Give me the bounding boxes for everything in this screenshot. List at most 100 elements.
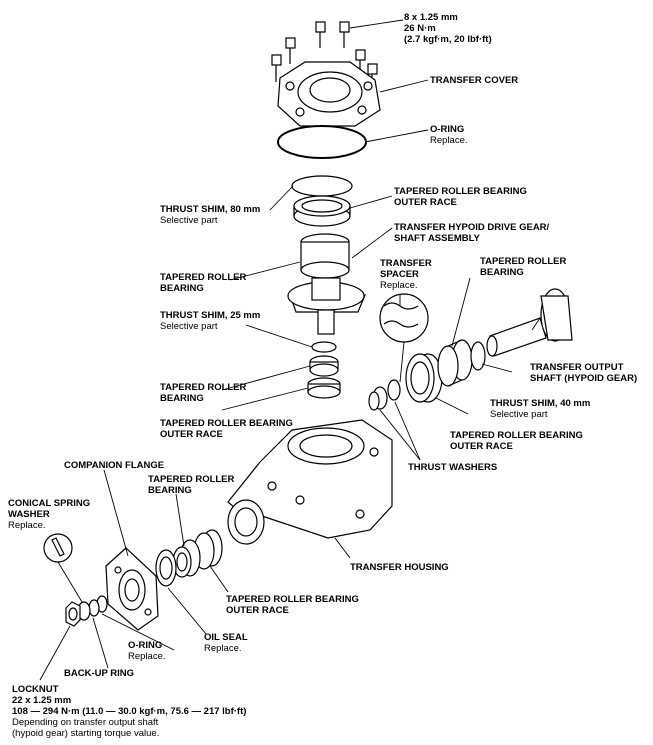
label-transfer-spacer: TRANSFER SPACER Replace. (380, 258, 432, 291)
oil-seal (155, 549, 177, 587)
o-ring-lower-note: Replace. (128, 651, 166, 662)
transfer-spacer-part (387, 379, 401, 401)
label-transfer-housing: TRANSFER HOUSING (350, 562, 449, 573)
outer-race-lower-l1: TAPERED ROLLER BEARING (226, 594, 359, 605)
label-oil-seal: OIL SEAL Replace. (204, 632, 248, 654)
label-thrust-shim-25: THRUST SHIM, 25 mm Selective part (160, 310, 260, 332)
transfer-spacer-note: Replace. (380, 280, 418, 291)
label-locknut: LOCKNUT 22 x 1.25 mm 108 — 294 N·m (11.0… (12, 684, 246, 739)
thrust-shim-80-note: Selective part (160, 215, 218, 226)
outer-race-top (293, 195, 351, 227)
tapered-bearing-mid-l1: TAPERED ROLLER (160, 382, 247, 393)
label-o-ring-top: O-RING Replace. (430, 124, 468, 146)
bolts-torque-alt: (2.7 kgf·m, 20 lbf·ft) (404, 34, 492, 45)
outer-race-right-l1: TAPERED ROLLER BEARING (450, 430, 583, 441)
bolts-size: 8 x 1.25 mm (404, 12, 458, 23)
transfer-spacer-l2: SPACER (380, 269, 419, 280)
thrust-shim-25-note: Selective part (160, 321, 218, 332)
label-bolts: 8 x 1.25 mm 26 N·m (2.7 kgf·m, 20 lbf·ft… (404, 12, 492, 45)
oil-seal-note: Replace. (204, 643, 242, 654)
label-outer-race-mid: TAPERED ROLLER BEARING OUTER RACE (160, 418, 293, 440)
hypoid-drive-gear (287, 233, 366, 335)
label-tapered-bearing-right: TAPERED ROLLER BEARING (480, 256, 566, 278)
o-ring-top (277, 125, 367, 159)
transfer-housing-text: TRANSFER HOUSING (350, 562, 449, 573)
tapered-bearing-mid-l2: BEARING (160, 393, 204, 404)
tapered-bearing-left-l1: TAPERED ROLLER (160, 272, 247, 283)
label-tapered-bearing-left: TAPERED ROLLER BEARING (160, 272, 246, 294)
thrust-shim-40-title: THRUST SHIM, 40 mm (490, 398, 591, 409)
hypoid-drive-gear-l2: SHAFT ASSEMBLY (394, 233, 480, 244)
conical-washer-note: Replace. (8, 520, 46, 531)
label-o-ring-lower: O-RING Replace. (128, 640, 166, 662)
tapered-bearing-right-l2: BEARING (480, 267, 524, 278)
outer-race-top-l2: OUTER RACE (394, 197, 457, 208)
washer-detail (43, 533, 73, 563)
label-thrust-washers: THRUST WASHERS (408, 462, 497, 473)
locknut-note-1: Depending on transfer output shaft (12, 717, 159, 728)
back-up-ring-text: BACK-UP RING (64, 668, 135, 679)
locknut-title: LOCKNUT (12, 684, 59, 695)
o-ring-lower-title: O-RING (128, 640, 163, 651)
tapered-bearing-left-l2: BEARING (160, 283, 204, 294)
locknut-part (65, 601, 81, 627)
bolts-torque: 26 N·m (404, 23, 436, 34)
outer-race-lower-l2: OUTER RACE (226, 605, 289, 616)
label-conical-washer: CONICAL SPRING WASHER Replace. (8, 498, 90, 531)
label-hypoid-drive-gear: TRANSFER HYPOID DRIVE GEAR/ SHAFT ASSEMB… (394, 222, 549, 244)
tapered-bearing-small (309, 355, 339, 377)
transfer-spacer-l1: TRANSFER (380, 258, 432, 269)
tapered-bearing-lower-l2: BEARING (148, 485, 192, 496)
label-outer-race-top: TAPERED ROLLER BEARING OUTER RACE (394, 186, 527, 208)
output-shaft (486, 288, 573, 357)
thrust-shim-80 (291, 175, 353, 197)
label-outer-race-right: TAPERED ROLLER BEARING OUTER RACE (450, 430, 583, 452)
back-up-ring (88, 599, 100, 617)
locknut-torque: 108 — 294 N·m (11.0 — 30.0 kgf·m, 75.6 —… (12, 706, 247, 717)
transfer-cover (277, 61, 381, 127)
spacer-detail (379, 293, 429, 343)
conical-washer-l2: WASHER (8, 509, 50, 520)
oil-seal-title: OIL SEAL (204, 632, 248, 643)
thrust-shim-80-title: THRUST SHIM, 80 mm (160, 204, 261, 215)
bolt-group (271, 21, 378, 88)
outer-race-right (405, 353, 443, 403)
companion-flange-text: COMPANION FLANGE (64, 460, 165, 471)
outer-race-small (307, 377, 341, 399)
label-thrust-shim-40: THRUST SHIM, 40 mm Selective part (490, 398, 590, 420)
tapered-bearing-lower-l1: TAPERED ROLLER (148, 474, 235, 485)
label-back-up-ring: BACK-UP RING (64, 668, 134, 679)
transfer-housing (227, 419, 393, 545)
label-tapered-bearing-lower: TAPERED ROLLER BEARING (148, 474, 234, 496)
transfer-cover-text: TRANSFER COVER (430, 75, 519, 86)
hypoid-drive-gear-l1: TRANSFER HYPOID DRIVE GEAR/ (394, 222, 550, 233)
locknut-size: 22 x 1.25 mm (12, 695, 72, 706)
thrust-shim-25 (311, 341, 337, 353)
label-thrust-shim-80: THRUST SHIM, 80 mm Selective part (160, 204, 260, 226)
outer-race-top-l1: TAPERED ROLLER BEARING (394, 186, 527, 197)
outer-race-mid-l2: OUTER RACE (160, 429, 223, 440)
label-tapered-bearing-mid: TAPERED ROLLER BEARING (160, 382, 246, 404)
o-ring-top-title: O-RING (430, 124, 465, 135)
output-shaft-l1: TRANSFER OUTPUT (530, 362, 624, 373)
tapered-bearing-lower (172, 539, 201, 578)
tapered-bearing-right-l1: TAPERED ROLLER (480, 256, 567, 267)
label-companion-flange: COMPANION FLANGE (64, 460, 164, 471)
label-output-shaft: TRANSFER OUTPUT SHAFT (HYPOID GEAR) (530, 362, 637, 384)
thrust-washers-text: THRUST WASHERS (408, 462, 498, 473)
companion-flange (105, 547, 159, 631)
leader-lines (39, 19, 541, 681)
outer-race-mid-l1: TAPERED ROLLER BEARING (160, 418, 293, 429)
conical-washer-l1: CONICAL SPRING (8, 498, 91, 509)
output-shaft-l2: SHAFT (HYPOID GEAR) (530, 373, 638, 384)
thrust-washer-b (368, 391, 380, 411)
o-ring-top-note: Replace. (430, 135, 468, 146)
outer-race-right-l2: OUTER RACE (450, 441, 513, 452)
thrust-shim-25-title: THRUST SHIM, 25 mm (160, 310, 261, 321)
thrust-shim-40-note: Selective part (490, 409, 548, 420)
locknut-note-2: (hypoid gear) starting torque value. (12, 728, 160, 739)
tapered-bearing-right (437, 339, 473, 387)
label-transfer-cover: TRANSFER COVER (430, 75, 518, 86)
thrust-shim-40 (470, 341, 486, 371)
label-outer-race-lower: TAPERED ROLLER BEARING OUTER RACE (226, 594, 359, 616)
